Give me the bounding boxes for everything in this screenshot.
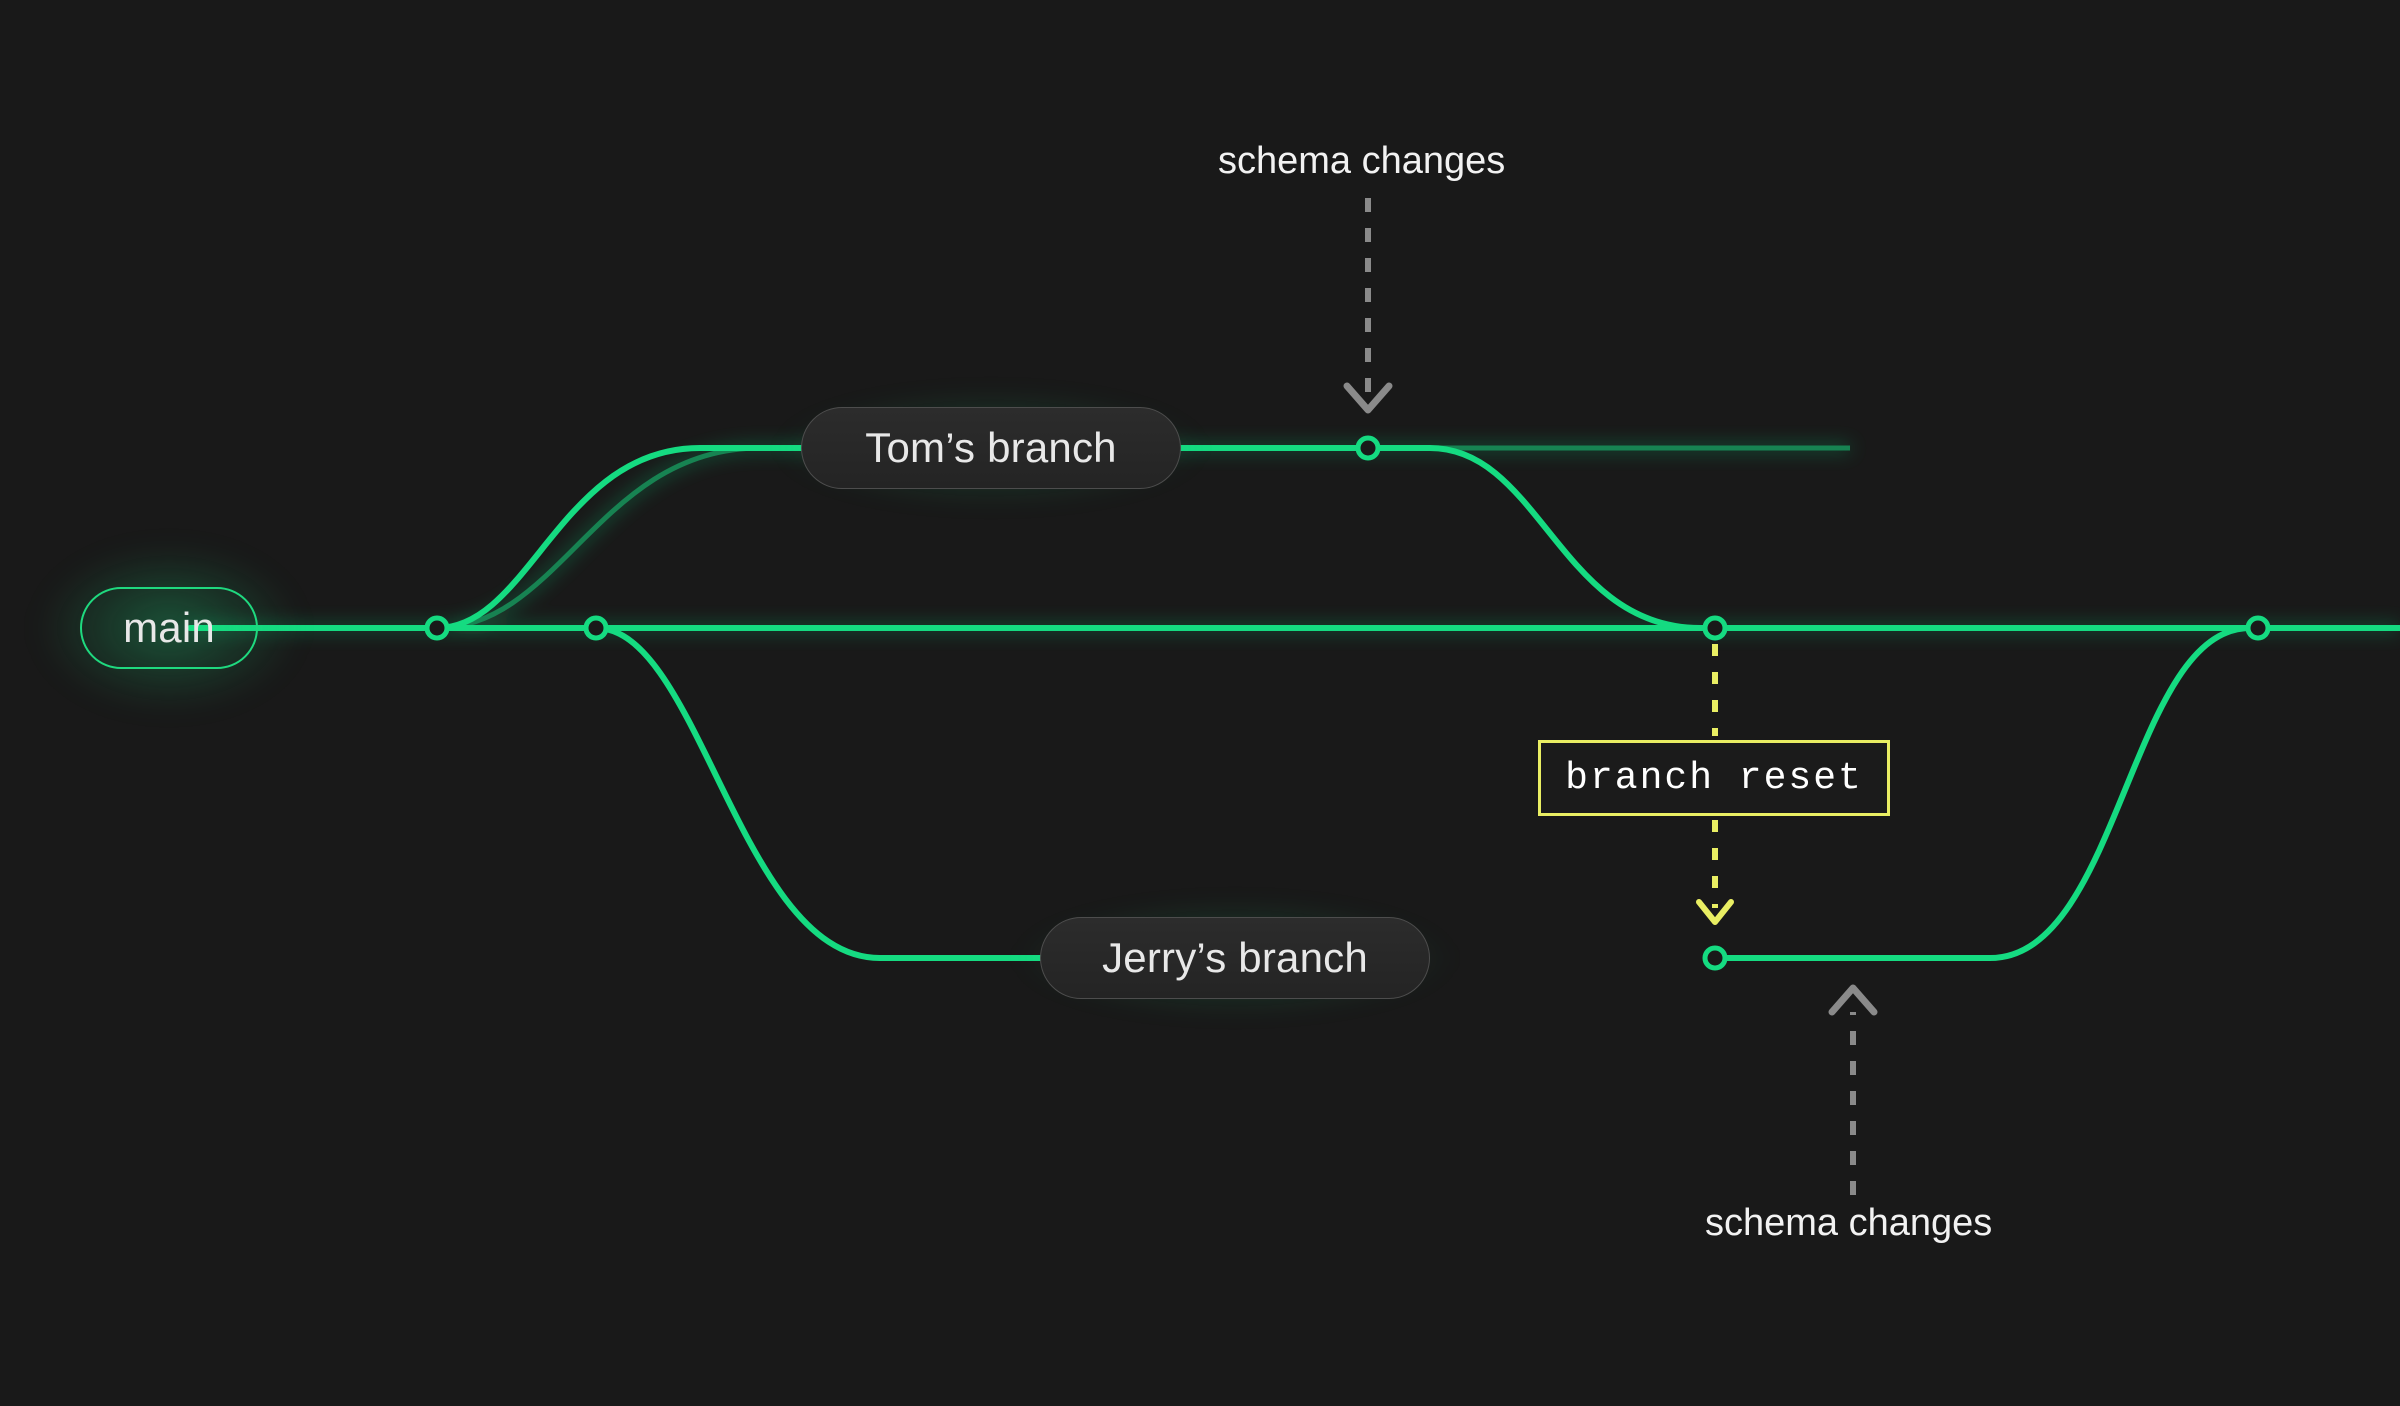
branch-glow-layer <box>190 445 2400 631</box>
commit-node-tom-1[interactable] <box>1355 435 1381 461</box>
reset-connector <box>1696 644 1734 925</box>
branch-reset-callout[interactable]: branch reset <box>1538 740 1890 816</box>
annotation-label-schema-changes-top: schema changes <box>1218 140 1506 182</box>
tom-branch-line-left <box>434 445 1183 631</box>
annotation-label-schema-changes-bottom: schema changes <box>1705 1202 1993 1244</box>
commit-node-jerry-1[interactable] <box>1702 945 1728 971</box>
commit-nodes <box>424 435 2271 971</box>
branch-reset-label: branch reset <box>1565 756 1863 800</box>
branch-label-main-text: main <box>123 604 215 651</box>
commit-node-main-1[interactable] <box>424 615 450 641</box>
branch-label-tom[interactable]: Tom’s branch <box>801 407 1181 489</box>
arrowhead-up-icon <box>1828 984 1878 1016</box>
reset-arrowhead-down-icon <box>1696 899 1734 925</box>
tom-branch-merge-line <box>1178 445 1718 631</box>
commit-node-main-2[interactable] <box>583 615 609 641</box>
annotation-arrow-bottom <box>1828 984 1878 1195</box>
commit-node-main-3[interactable] <box>1702 615 1728 641</box>
jerry-branch-merge-line <box>1712 625 2261 961</box>
branch-label-main[interactable]: main <box>80 587 258 669</box>
branch-label-jerry[interactable]: Jerry’s branch <box>1040 917 1430 999</box>
arrowhead-down-icon <box>1343 382 1393 414</box>
commit-node-main-4[interactable] <box>2245 615 2271 641</box>
jerry-branch-line-left <box>593 625 1043 961</box>
annotation-arrow-top <box>1343 198 1393 414</box>
branch-label-tom-text: Tom’s branch <box>865 424 1117 471</box>
branch-label-jerry-text: Jerry’s branch <box>1102 934 1368 981</box>
